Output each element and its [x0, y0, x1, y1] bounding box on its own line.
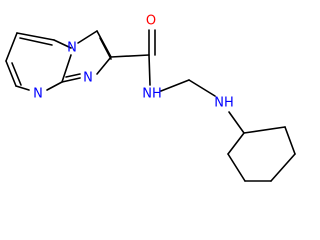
- bond: [15, 85, 30, 91]
- bond: [19, 37, 53, 46]
- bond: [53, 39, 72, 49]
- atom-label-oxygen: O: [146, 14, 156, 29]
- bond: [284, 126, 296, 155]
- bond: [5, 32, 18, 62]
- bond: [188, 79, 216, 97]
- bond: [270, 153, 296, 182]
- bond: [61, 54, 72, 83]
- bond: [227, 132, 245, 155]
- atom-label-n-pyrimidine: N: [33, 87, 43, 102]
- bond: [77, 30, 98, 44]
- atom-labels: N N N O NH NH: [33, 14, 234, 111]
- atom-label-amide-nh: NH: [142, 87, 162, 102]
- atom-label-n-bridge: N: [67, 41, 77, 56]
- bond: [160, 79, 190, 92]
- bond: [61, 77, 81, 83]
- structure-diagram: N N N O NH NH: [5, 13, 296, 182]
- bond: [96, 56, 112, 75]
- bonds: [5, 29, 296, 182]
- bond: [65, 73, 81, 78]
- bond: [243, 126, 286, 134]
- atom-label-amine-nh: NH: [214, 96, 234, 111]
- bond: [227, 153, 246, 182]
- bond: [110, 54, 150, 58]
- bond: [46, 81, 63, 91]
- bond: [5, 60, 17, 87]
- bond: [99, 37, 112, 60]
- bond: [148, 54, 151, 86]
- bond: [228, 111, 245, 134]
- bond: [16, 32, 55, 41]
- atom-label-n-imidazole: N: [83, 71, 93, 86]
- bond: [11, 62, 22, 86]
